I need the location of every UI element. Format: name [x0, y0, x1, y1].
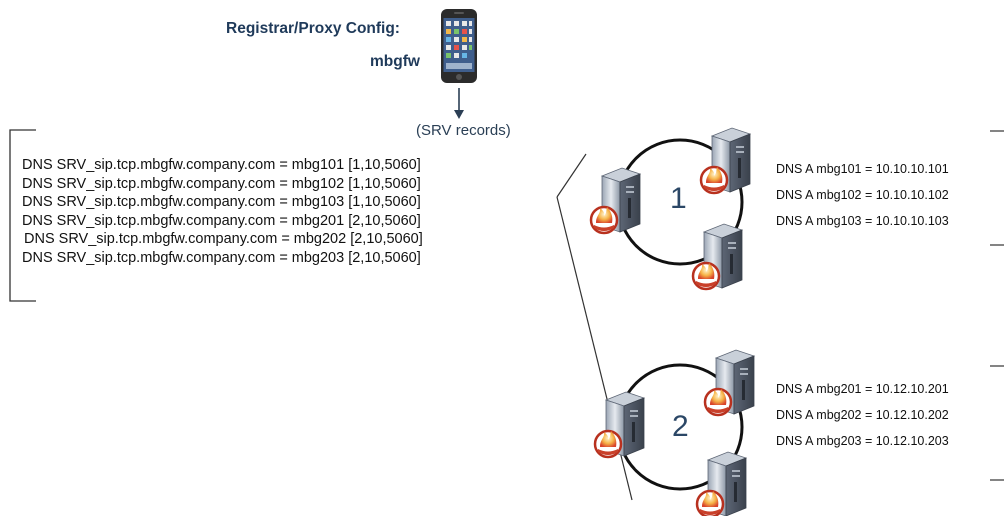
a-record: DNS A mbg103 = 10.10.10.103 [776, 214, 949, 228]
a-record: DNS A mbg102 = 10.10.10.102 [776, 188, 949, 202]
a-record: DNS A mbg201 = 10.12.10.201 [776, 382, 949, 396]
srv-record-value: mbg102 [1,10,5060] [291, 175, 421, 192]
srv-record-value: mbg201 [2,10,5060] [291, 212, 421, 229]
srv-bracket [9, 129, 36, 302]
smartphone-icon [441, 9, 477, 83]
srv-record-equals: = [279, 157, 288, 173]
srv-record-value: mbg202 [2,10,5060] [293, 231, 423, 248]
a-record: DNS A mbg202 = 10.12.10.202 [776, 408, 949, 422]
server-mbg201-icon [703, 348, 756, 417]
config-name: mbgfw [370, 53, 420, 70]
srv-record-equals: = [281, 231, 290, 248]
a-record: DNS A mbg203 = 10.12.10.203 [776, 434, 949, 448]
srv-record-equals: = [279, 212, 288, 229]
cluster-number-2: 2 [672, 410, 689, 443]
srv-record-value: mbg101 [1,10,5060] [291, 157, 421, 173]
srv-record-row: DNS SRV_sip.tcp.mbgfw.company.com=mbg101… [22, 156, 423, 175]
a-record: DNS A mbg101 = 10.10.10.101 [776, 162, 949, 176]
srv-record-name: DNS SRV_sip.tcp.mbgfw.company.com [22, 157, 276, 173]
arrow-head [454, 110, 464, 119]
server-mbg103-icon [691, 222, 744, 291]
srv-record-row: DNS SRV_sip.tcp.mbgfw.company.com=mbg102… [22, 175, 423, 194]
srv-record-row: DNS SRV_sip.tcp.mbgfw.company.com=mbg103… [22, 193, 423, 212]
srv-record-name: DNS SRV_sip.tcp.mbgfw.company.com [22, 212, 276, 229]
server-mbg101-icon [699, 126, 752, 195]
srv-record-equals: = [279, 194, 288, 211]
config-title: Registrar/Proxy Config: [226, 20, 400, 37]
srv-records-label: (SRV records) [416, 122, 511, 139]
srv-record-value: mbg103 [1,10,5060] [291, 194, 421, 211]
srv-record-row: DNS SRV_sip.tcp.mbgfw.company.com=mbg202… [22, 230, 423, 249]
srv-record-name: DNS SRV_sip.tcp.mbgfw.company.com [24, 231, 278, 248]
srv-record-name: DNS SRV_sip.tcp.mbgfw.company.com [22, 194, 276, 211]
srv-record-equals: = [279, 249, 288, 266]
cluster-number-1: 1 [670, 182, 687, 215]
srv-record-row: DNS SRV_sip.tcp.mbgfw.company.com=mbg201… [22, 212, 423, 231]
a-record-list-2: DNS A mbg201 = 10.12.10.201 DNS A mbg202… [776, 376, 949, 454]
server-mbg202-icon [593, 390, 646, 459]
srv-record-name: DNS SRV_sip.tcp.mbgfw.company.com [22, 249, 276, 266]
server-mbg102-icon [589, 166, 642, 235]
srv-record-equals: = [279, 175, 288, 192]
a-record-list-1: DNS A mbg101 = 10.10.10.101 DNS A mbg102… [776, 156, 949, 234]
divider-upper [556, 153, 587, 198]
srv-record-value: mbg203 [2,10,5060] [291, 249, 421, 266]
srv-record-row: DNS SRV_sip.tcp.mbgfw.company.com=mbg203… [22, 249, 423, 268]
srv-record-list: DNS SRV_sip.tcp.mbgfw.company.com=mbg101… [22, 156, 423, 268]
srv-record-name: DNS SRV_sip.tcp.mbgfw.company.com [22, 175, 276, 192]
